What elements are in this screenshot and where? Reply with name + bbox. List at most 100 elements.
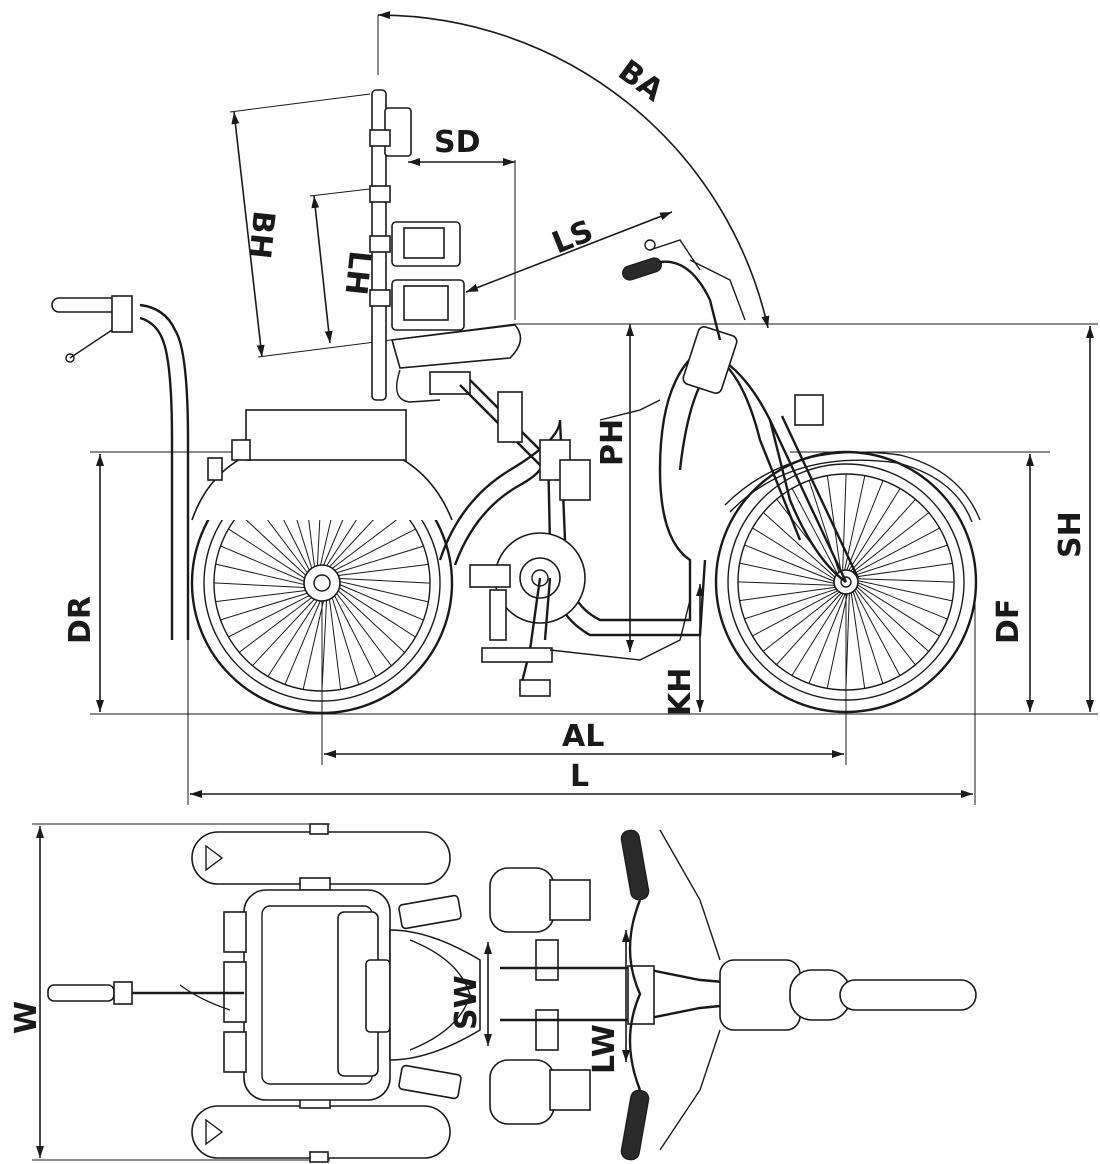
wheel-spoke bbox=[333, 589, 392, 667]
crank-assembly bbox=[469, 532, 691, 697]
wheel-spoke bbox=[854, 586, 916, 666]
seat-clamp bbox=[429, 371, 471, 395]
wheel-spoke bbox=[335, 577, 431, 584]
dr-label: DR bbox=[63, 596, 98, 644]
wheel-spoke bbox=[284, 596, 323, 685]
wheel-spoke bbox=[855, 579, 953, 602]
ba-label: BA bbox=[612, 53, 670, 109]
wheel-spoke bbox=[744, 587, 839, 620]
wheel-spoke bbox=[853, 588, 901, 676]
footplate bbox=[481, 647, 553, 663]
wheel-spoke bbox=[762, 590, 842, 652]
wheel-spoke bbox=[330, 593, 360, 685]
df-label: DF bbox=[991, 599, 1026, 644]
wheel-spoke bbox=[808, 591, 847, 684]
wheel-spoke bbox=[850, 512, 930, 574]
wheel-spoke bbox=[842, 473, 847, 573]
seat-post bbox=[497, 391, 523, 443]
grip-left-top bbox=[620, 829, 650, 901]
front-wheel-top bbox=[839, 979, 977, 1011]
wheel-spoke bbox=[334, 587, 406, 653]
lh-dimension-line bbox=[311, 195, 333, 344]
wheel-spoke bbox=[744, 544, 837, 583]
backrest-clamp-2 bbox=[369, 185, 391, 203]
wheel-spoke bbox=[851, 589, 884, 684]
wheel-spoke bbox=[845, 591, 850, 691]
wheel-spoke bbox=[845, 480, 884, 573]
reflector bbox=[207, 457, 223, 481]
seat-top bbox=[389, 929, 481, 1061]
pedal-right-top bbox=[489, 1059, 555, 1125]
front-lamp bbox=[794, 394, 824, 426]
side-view: BA SD BH LH LS PH KH DR DF SH AL L bbox=[51, 11, 1098, 805]
rear-basket bbox=[245, 409, 407, 461]
backrest-clamp-3 bbox=[369, 235, 391, 253]
front-wheel bbox=[714, 450, 981, 714]
seat-cushion bbox=[390, 324, 522, 369]
wheel-spoke bbox=[252, 595, 318, 667]
wheel-spoke bbox=[335, 585, 416, 638]
wheel-spoke bbox=[739, 586, 838, 602]
ls-label: LS bbox=[547, 214, 598, 262]
pedal-left-top bbox=[489, 867, 555, 933]
wheel-spoke bbox=[332, 545, 424, 575]
head-tube bbox=[682, 326, 738, 394]
ph-label: PH bbox=[595, 419, 630, 466]
wheel-spoke bbox=[791, 591, 845, 676]
ls-dimension-line bbox=[465, 211, 673, 293]
wheel-spoke bbox=[752, 589, 840, 637]
wheel-spoke bbox=[737, 581, 837, 586]
bh-label: BH bbox=[241, 209, 281, 260]
wheel-spoke bbox=[330, 528, 416, 573]
rear-push-handle bbox=[51, 295, 190, 640]
sh-label: SH bbox=[1053, 511, 1088, 558]
frame bbox=[438, 326, 860, 637]
backrest-clamp-1 bbox=[369, 129, 391, 147]
wheel-spoke bbox=[855, 583, 940, 637]
lumbar-extension bbox=[309, 187, 379, 197]
wheel-spoke bbox=[855, 578, 955, 583]
wheel-spoke bbox=[321, 596, 328, 692]
wheel-spoke bbox=[332, 591, 377, 677]
wheel-spoke bbox=[228, 593, 314, 638]
wheel-spoke bbox=[855, 585, 930, 652]
rear-wheel-right-top bbox=[191, 1105, 451, 1159]
wheel-spoke bbox=[853, 544, 948, 577]
pedal-post bbox=[489, 589, 507, 641]
wheel-spoke bbox=[220, 591, 312, 621]
l-label: L bbox=[570, 759, 589, 794]
top-view: W SW LW bbox=[9, 823, 977, 1163]
wheel-spoke bbox=[302, 596, 325, 690]
kh-label: KH bbox=[663, 668, 698, 716]
w-label: W bbox=[9, 1001, 44, 1034]
wheel-spoke bbox=[335, 582, 424, 621]
wheel-spoke bbox=[847, 488, 901, 573]
rear-light bbox=[231, 439, 251, 461]
wheel-spoke bbox=[752, 527, 837, 581]
front-grip bbox=[622, 257, 662, 281]
backrest-top-extension bbox=[229, 93, 371, 113]
handlebar bbox=[622, 239, 746, 341]
wheel-spoke bbox=[215, 563, 309, 586]
ba-dimension-arc bbox=[377, 11, 770, 329]
wheel-spoke bbox=[776, 591, 843, 666]
wheel-spoke bbox=[328, 513, 406, 572]
wheel-spoke bbox=[220, 545, 309, 584]
wheel-spoke bbox=[335, 580, 429, 603]
lh-label: LH bbox=[338, 249, 377, 297]
wheel-spoke bbox=[855, 581, 948, 620]
wheel-spoke bbox=[854, 562, 953, 578]
wheel-spoke bbox=[762, 512, 837, 579]
sd-label: SD bbox=[434, 125, 481, 160]
wheel-spoke bbox=[826, 591, 849, 689]
wheel-spoke bbox=[849, 498, 916, 573]
wheel-spoke bbox=[228, 528, 309, 581]
wheel-spoke bbox=[328, 595, 342, 690]
lw-label: LW bbox=[587, 1024, 622, 1074]
bh-dimension-line bbox=[231, 111, 265, 358]
crank-arm bbox=[469, 564, 511, 588]
wheel-spoke bbox=[238, 513, 310, 579]
rear-wheel-left-top bbox=[191, 831, 451, 885]
rear-push-handle-top bbox=[47, 984, 115, 1002]
